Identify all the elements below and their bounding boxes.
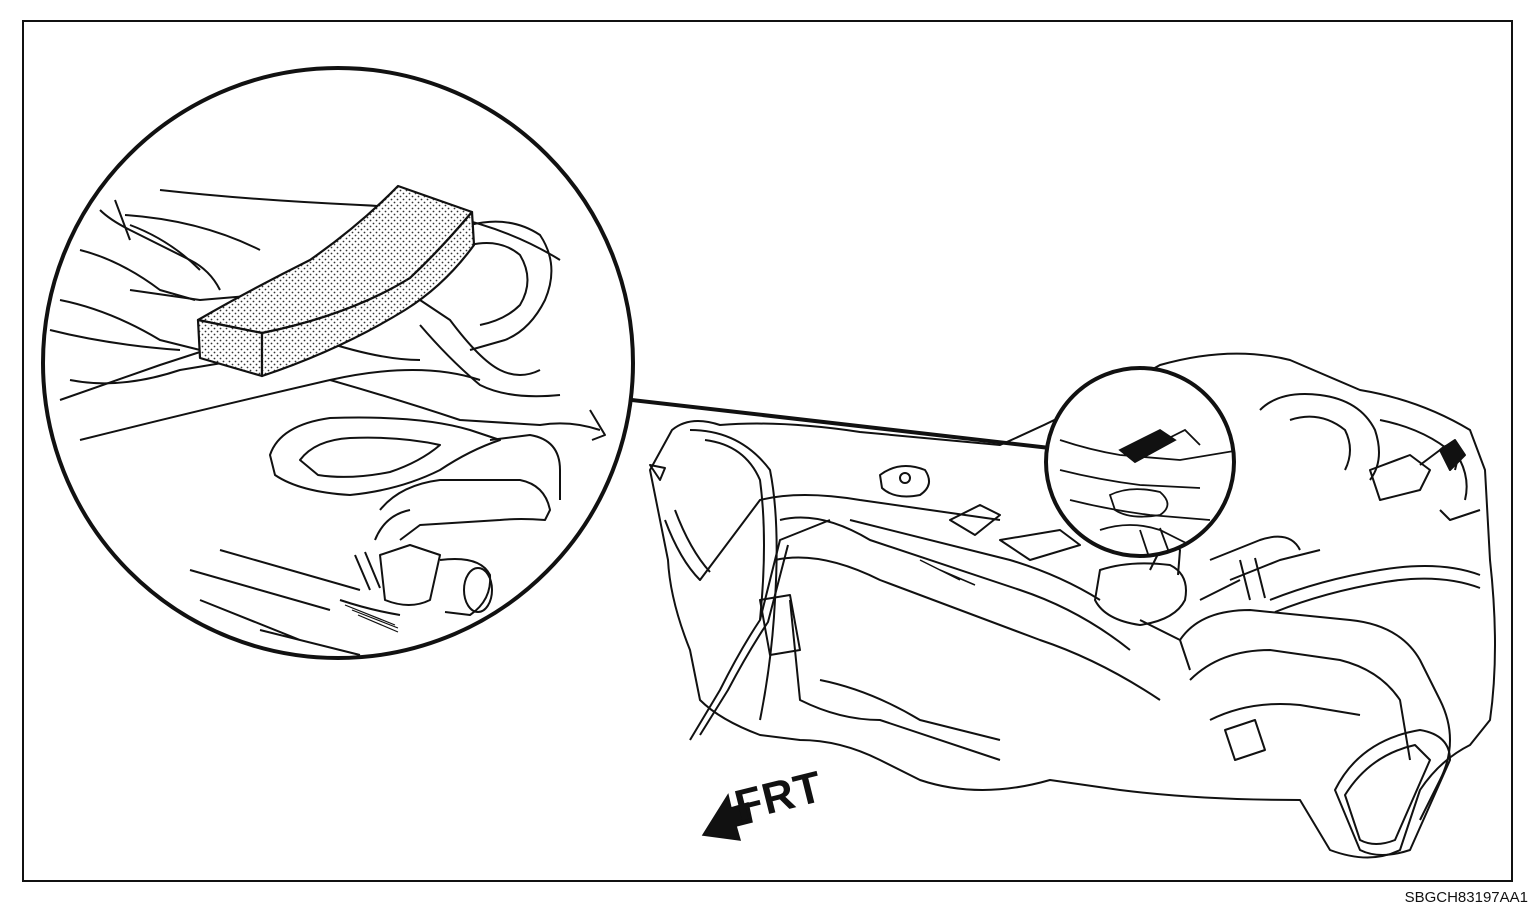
left-down-arrow-icon (701, 793, 753, 841)
figure-code: SBGCH83197AA1 (1404, 889, 1528, 906)
detail-callout-circle (1044, 366, 1236, 558)
magnified-view-circle (41, 66, 635, 660)
stippled-pad (196, 184, 476, 378)
leader-line (631, 398, 1051, 450)
fuel-tank (649, 352, 1496, 859)
figure-border (22, 20, 1513, 882)
